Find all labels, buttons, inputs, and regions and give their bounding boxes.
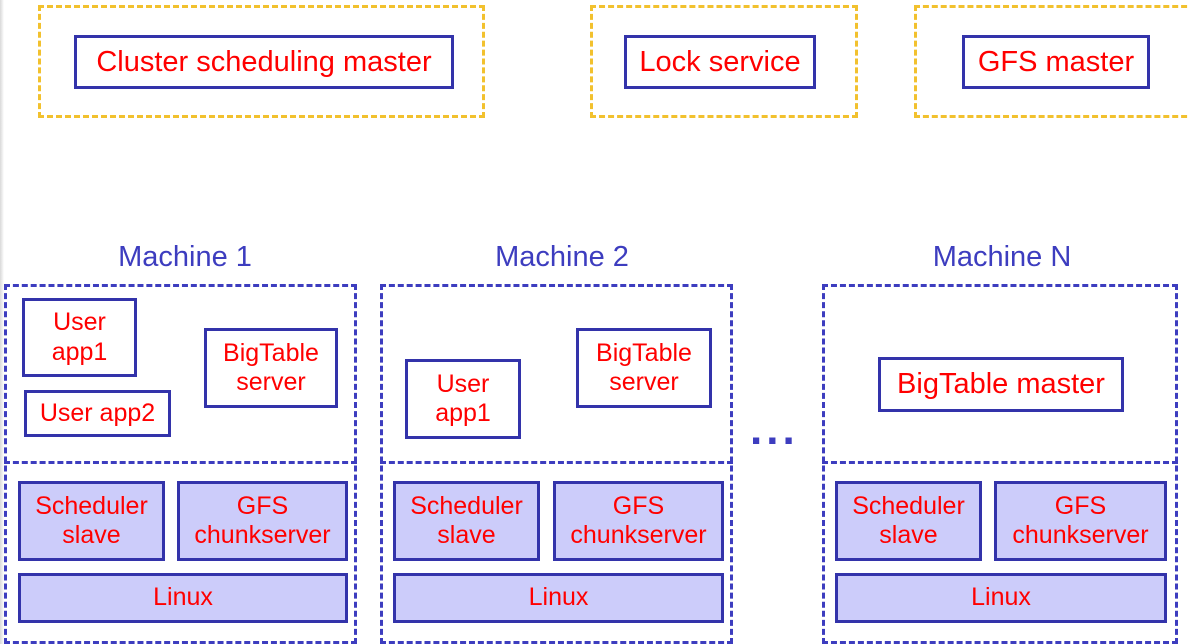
machine-n-linux: Linux [835,573,1167,623]
machine-n-bigtable-master: BigTable master [878,357,1124,412]
machine-1-frame [4,284,357,644]
cluster-scheduler-group [38,5,485,118]
machine-n-gfs-chunkserver: GFS chunkserver [994,481,1167,561]
gfs-master-box: GFS master [962,35,1150,89]
lock-service-group [590,5,858,118]
machine-n-divider [822,461,1178,464]
machine-2-divider [380,461,733,464]
machine-2-gfs-chunkserver: GFS chunkserver [553,481,724,561]
gfs-master-group [914,5,1188,118]
machine-2-label: Machine 2 [495,241,629,273]
cluster-scheduling-master-box: Cluster scheduling master [74,35,454,89]
machine-1-user-app2: User app2 [24,390,171,437]
machine-n-scheduler-slave: Scheduler slave [835,481,982,561]
machine-1-label: Machine 1 [118,241,252,273]
machine-2-bigtable-server: BigTable server [576,328,712,408]
machine-1-bigtable-server: BigTable server [204,328,338,408]
machine-1-scheduler-slave: Scheduler slave [18,481,165,561]
machine-n-frame [822,284,1178,644]
machine-1-gfs-chunkserver: GFS chunkserver [177,481,348,561]
machine-2-linux: Linux [393,573,724,623]
machine-1-linux: Linux [18,573,348,623]
machine-n-label: Machine N [932,241,1072,273]
lock-service-box: Lock service [624,35,816,89]
page-edge-shadow [0,0,4,644]
machine-1-divider [4,461,357,464]
machine-2-frame [380,284,733,644]
machine-2-user-app1: User app1 [405,359,521,439]
machine-1-user-app1: User app1 [22,298,137,377]
machine-2-scheduler-slave: Scheduler slave [393,481,540,561]
more-machines-ellipsis: ... [750,405,799,454]
